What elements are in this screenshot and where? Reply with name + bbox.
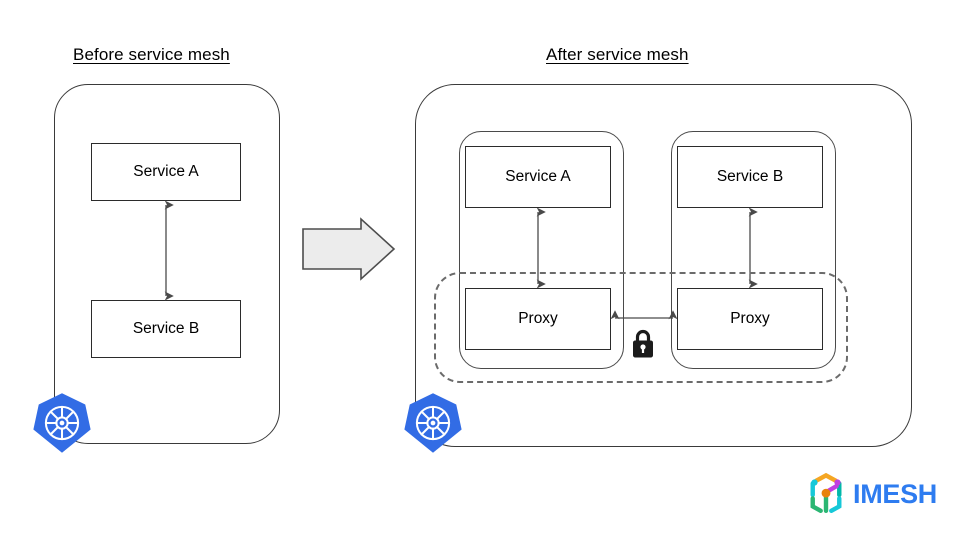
after-proxy-b-box: Proxy bbox=[677, 288, 823, 350]
before-service-b-box: Service B bbox=[91, 300, 241, 358]
after-proxy-a-label: Proxy bbox=[518, 310, 558, 327]
before-service-b-label: Service B bbox=[132, 320, 200, 337]
after-panel-title: After service mesh bbox=[546, 45, 689, 64]
after-pod-b-boundary bbox=[671, 131, 836, 369]
kubernetes-icon bbox=[32, 392, 92, 454]
right-arrow-icon bbox=[302, 217, 396, 281]
after-pod-a-boundary bbox=[459, 131, 624, 369]
after-service-a-label: Service A bbox=[505, 168, 571, 185]
before-service-a-box: Service A bbox=[91, 143, 241, 201]
after-service-b-box: Service B bbox=[677, 146, 823, 208]
before-panel-title: Before service mesh bbox=[73, 45, 230, 64]
after-service-a-box: Service A bbox=[465, 146, 611, 208]
after-proxy-a-box: Proxy bbox=[465, 288, 611, 350]
lock-icon bbox=[630, 328, 656, 360]
imesh-logo: IMESH bbox=[803, 470, 943, 518]
after-cluster-boundary bbox=[415, 84, 912, 447]
after-proxy-b-label: Proxy bbox=[730, 310, 770, 327]
kubernetes-icon bbox=[403, 392, 463, 454]
mesh-data-plane-boundary bbox=[434, 272, 848, 383]
before-service-a-label: Service A bbox=[133, 163, 199, 180]
imesh-wordmark: IMESH bbox=[853, 478, 938, 509]
imesh-cube-icon bbox=[810, 472, 842, 514]
after-service-b-label: Service B bbox=[716, 168, 784, 185]
before-cluster-boundary bbox=[54, 84, 280, 444]
